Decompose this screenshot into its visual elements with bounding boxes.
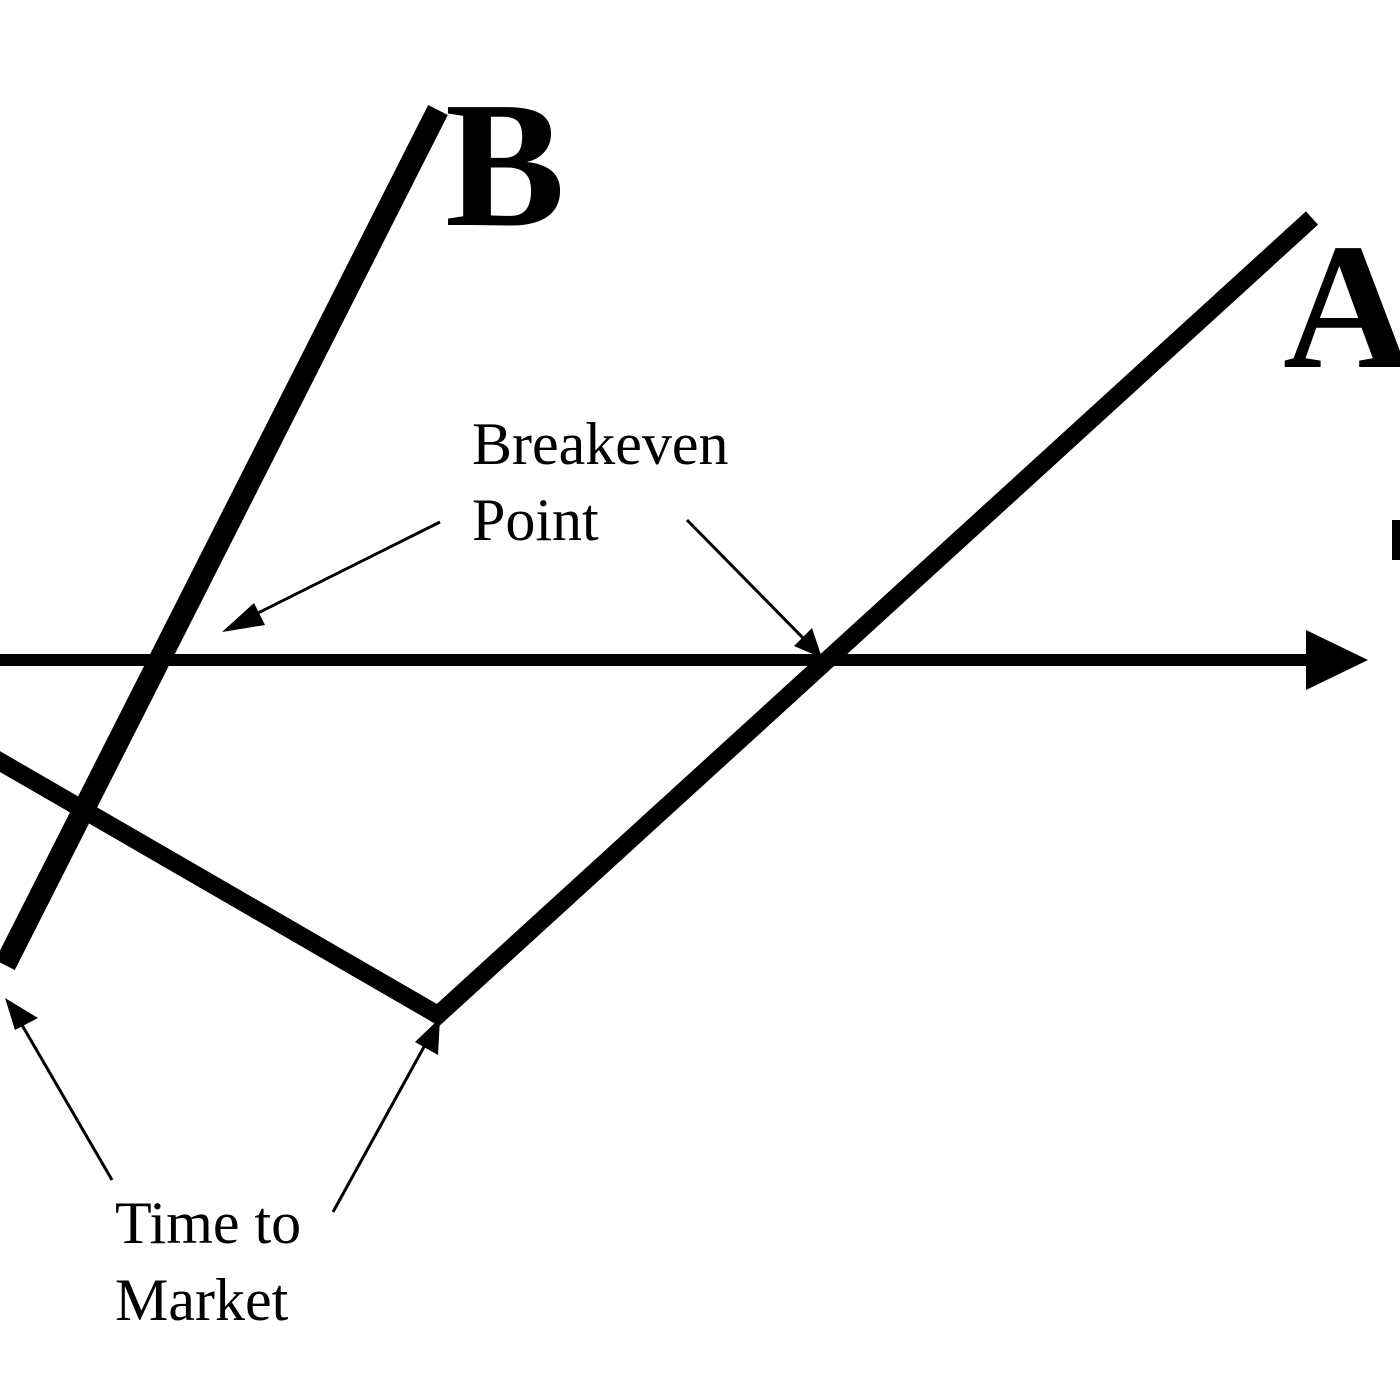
time-to-market-callout: Time to Market: [5, 998, 440, 1333]
breakeven-pointer-b-arrowhead: [222, 603, 265, 632]
label-b: B: [445, 65, 565, 264]
label-a: A: [1283, 207, 1400, 406]
breakeven-pointer-a-arrowhead: [794, 628, 822, 658]
time-to-market-pointer-b: [20, 1024, 114, 1181]
curve-b-line: [0, 105, 448, 970]
curve-b: [0, 105, 448, 970]
axis-label-fragment: [1392, 520, 1400, 560]
breakeven-text-line1: Breakeven: [472, 411, 729, 477]
time-to-market-pointer-a-arrowhead: [415, 1018, 440, 1055]
time-axis: [0, 630, 1368, 690]
curve-a-line: [0, 211, 1319, 1027]
time-to-market-pointer-b-arrowhead: [5, 998, 38, 1030]
breakeven-pointer-b: [249, 520, 441, 619]
time-to-market-text-line2: Market: [115, 1267, 289, 1333]
time-axis-arrowhead: [1306, 630, 1368, 690]
time-to-market-text-line1: Time to: [115, 1190, 301, 1256]
breakeven-pointer-a: [685, 518, 807, 642]
breakeven-text-line2: Point: [472, 487, 599, 553]
breakeven-callout: Breakeven Point: [222, 411, 822, 658]
time-to-market-pointer-a: [331, 1044, 427, 1213]
curve-a: [0, 211, 1319, 1027]
